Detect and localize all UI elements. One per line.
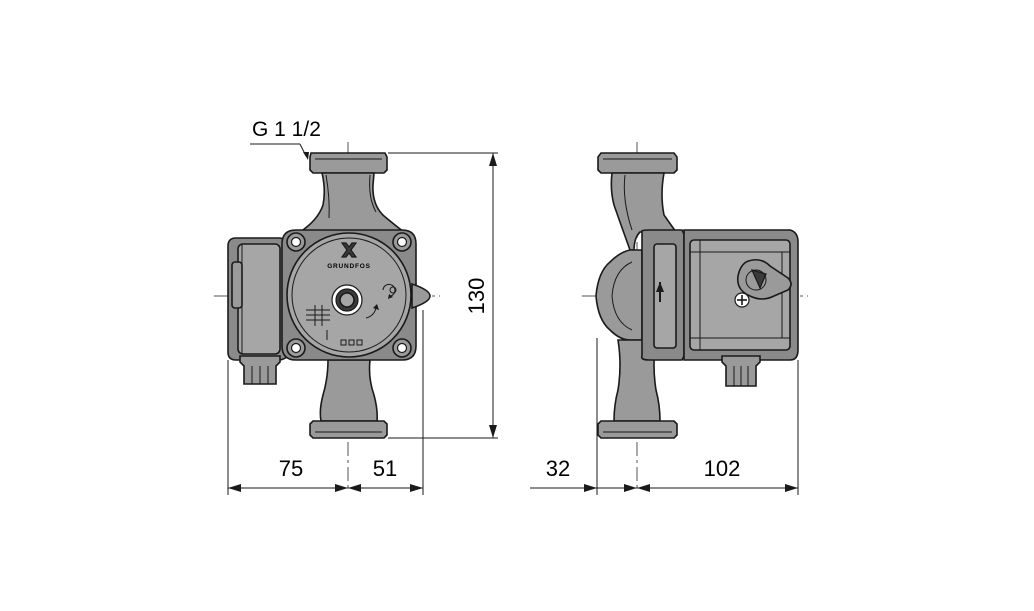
front-view: GRUNDFOS	[214, 142, 440, 490]
side-left-width-label: 32	[546, 456, 570, 481]
side-width-dimensions: 32 102	[530, 338, 799, 495]
rotation-arrow-icon	[365, 283, 396, 319]
front-bottom-flange	[309, 420, 388, 439]
speed-selector-icon	[306, 305, 330, 340]
height-dimension: 130	[388, 152, 498, 439]
front-top-flange	[309, 152, 388, 174]
front-pump-bulge	[411, 282, 431, 310]
front-right-width-label: 51	[373, 456, 397, 481]
flow-direction-arrow-icon	[656, 282, 664, 302]
phillips-screw-icon	[734, 292, 750, 308]
front-left-width-label: 75	[279, 456, 303, 481]
thread-label: G 1 1/2	[252, 118, 321, 141]
side-top-flange	[597, 152, 678, 174]
side-right-width-label: 102	[704, 456, 741, 481]
rating-plate-icons	[340, 339, 363, 346]
height-dimension-label: 130	[464, 278, 489, 315]
front-bottom-neck	[319, 359, 378, 422]
grundfos-x-logo-icon	[340, 242, 358, 258]
side-view	[582, 142, 808, 490]
front-terminal-box-face	[237, 243, 281, 355]
brand-label: GRUNDFOS	[327, 263, 371, 270]
side-pump-housing	[595, 249, 643, 341]
side-bottom-flange	[597, 420, 678, 439]
front-width-dimensions: 75 51	[227, 310, 424, 495]
speed-selector-knob	[736, 258, 792, 300]
front-top-neck	[297, 172, 407, 233]
